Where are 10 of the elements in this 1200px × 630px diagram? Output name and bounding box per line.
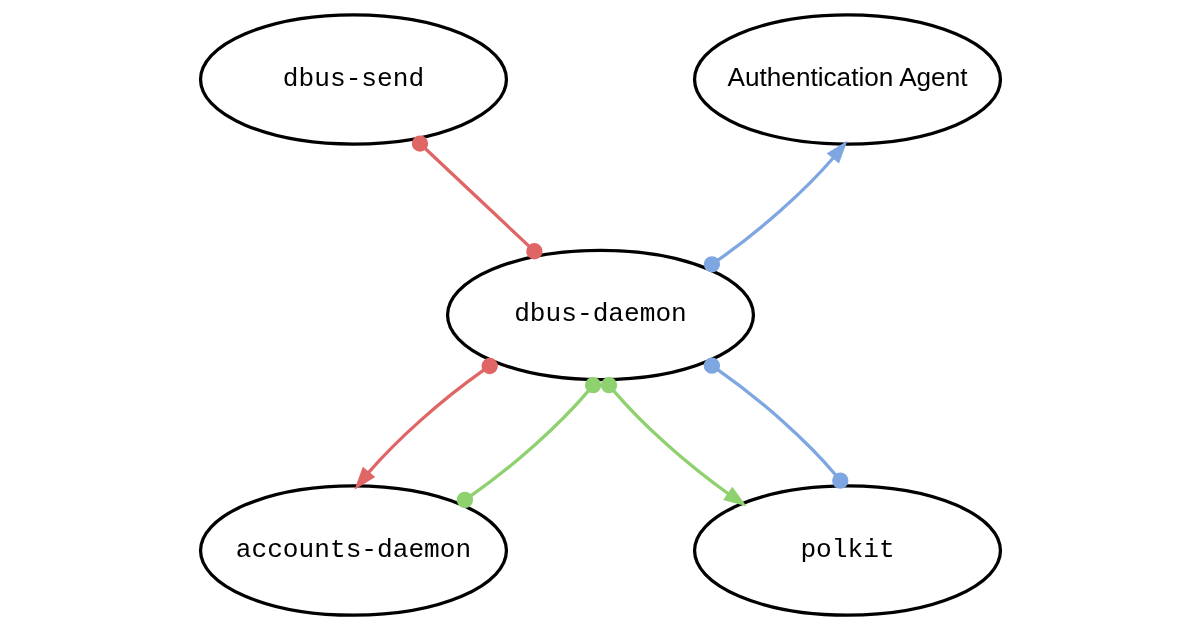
connector <box>703 357 848 489</box>
node-ellipse: accounts-daemon <box>198 484 508 617</box>
connector <box>456 377 601 509</box>
node-ellipse: Authentication Agent <box>692 13 1002 146</box>
arrow <box>353 357 498 490</box>
connector <box>411 135 543 260</box>
arrow <box>600 377 747 507</box>
node-ellipse: dbus-send <box>198 13 508 146</box>
arrow <box>703 140 847 273</box>
node-ellipse: dbus-daemon <box>445 248 755 382</box>
